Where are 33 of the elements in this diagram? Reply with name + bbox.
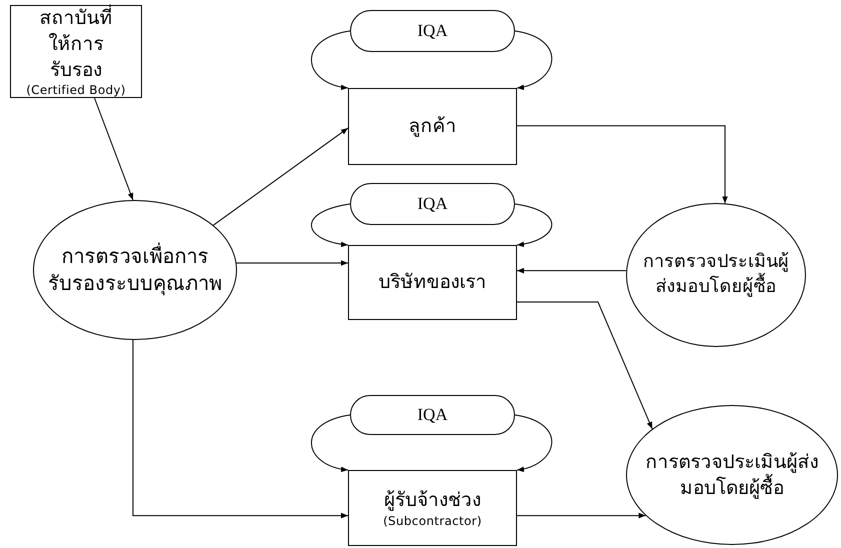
organization-box — [10, 5, 142, 98]
process-pill — [350, 183, 515, 225]
arrow — [132, 339, 348, 518]
process-label: IQA — [416, 20, 449, 42]
process-pill — [350, 395, 515, 435]
node-label: บริษัทของเรา — [378, 270, 488, 296]
node-label: ลูกค้า — [408, 114, 458, 140]
arrow — [311, 204, 350, 247]
arrow — [311, 30, 350, 90]
arrow — [514, 414, 552, 472]
arrow — [516, 512, 646, 518]
arrow — [311, 414, 350, 472]
process-label: IQA — [416, 404, 449, 426]
node-subtitle: (Subcontractor) — [383, 514, 482, 529]
arrow — [212, 128, 348, 226]
organization-box — [348, 88, 517, 165]
process-pill — [350, 10, 515, 52]
arrow — [514, 204, 552, 247]
organization-box — [348, 470, 517, 546]
arrow — [94, 98, 134, 201]
arrow — [516, 302, 653, 430]
process-label: IQA — [416, 193, 449, 215]
node-label: การตรวจประเมินผู้ส่งมอบโดยผู้ซื้อ — [642, 250, 790, 299]
arrow — [516, 268, 627, 274]
arrow — [236, 260, 348, 266]
node-subtitle: (Certified Body) — [26, 83, 126, 98]
node-label: การตรวจประเมินผู้ส่งมอบโดยผู้ซื้อ — [644, 450, 820, 501]
arrow — [516, 125, 728, 204]
organization-box — [348, 245, 517, 320]
node-label: ผู้รับจ้างช่วง — [383, 488, 482, 514]
arrow — [514, 30, 552, 90]
node-label: การตรวจเพื่อการรับรองระบบคุณภาพ — [47, 242, 223, 298]
node-label: สถาบันที่ให้การรับรอง — [38, 4, 114, 84]
